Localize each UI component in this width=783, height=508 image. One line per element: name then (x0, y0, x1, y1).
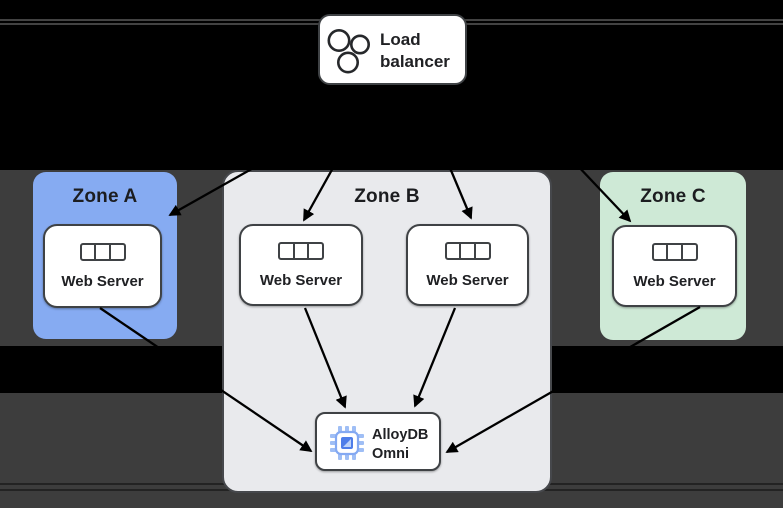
load-balancer-label: Load balancer (380, 30, 450, 71)
web-server-label: Web Server (259, 271, 343, 289)
server-rack-icon (651, 242, 698, 261)
server-rack-icon (79, 242, 126, 261)
web-server-label: Web Server (633, 272, 716, 290)
zone-c: Zone C Web Server (600, 172, 746, 340)
zone-b-web-server-2: Web Server (406, 224, 529, 306)
zone-c-web-server: Web Server (612, 225, 737, 307)
zone-a-title: Zone A (72, 186, 138, 207)
zone-b-title: Zone B (354, 186, 420, 207)
alloydb-chip-icon (330, 426, 364, 460)
load-balancer: Load balancer (318, 14, 467, 85)
alloydb-omni-label: AlloyDB Omni (372, 427, 429, 462)
web-server-label: Web Server (61, 272, 144, 290)
zone-c-title: Zone C (640, 186, 706, 207)
alloydb-omni: AlloyDB Omni (315, 412, 441, 471)
zone-b-web-server-1: Web Server (239, 224, 363, 306)
load-balancer-circles-icon (327, 29, 370, 74)
zone-a-web-server: Web Server (43, 224, 162, 308)
zone-a: Zone A Web Server (33, 172, 177, 339)
server-rack-icon (278, 241, 324, 260)
web-server-label: Web Server (426, 271, 509, 289)
server-rack-icon (444, 241, 491, 260)
